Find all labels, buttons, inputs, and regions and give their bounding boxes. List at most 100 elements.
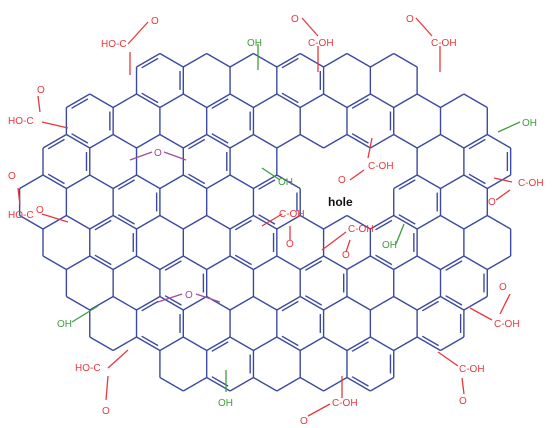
carbon-lattice: [18, 52, 512, 392]
bond-line: [323, 255, 348, 271]
bond-line: [416, 336, 441, 352]
oxygen-label: O: [286, 239, 294, 250]
bond-line: [253, 255, 278, 271]
bond-line: [206, 336, 231, 352]
bond-line: [136, 133, 161, 149]
bond-line: [261, 167, 281, 181]
epoxy-bond: [129, 151, 187, 161]
bond-line: [437, 351, 459, 367]
bond-line: [299, 133, 324, 149]
bond-line: [440, 295, 465, 311]
bond-line: [182, 174, 208, 190]
bond-line: [66, 255, 91, 271]
bond-line: [299, 93, 324, 109]
bond-line: [299, 255, 324, 271]
bond-line: [258, 214, 276, 225]
bond-line: [393, 255, 418, 271]
bond-line: [89, 295, 114, 311]
bond-line: [346, 295, 371, 311]
bond-line: [321, 231, 347, 251]
bond-line: [395, 223, 405, 245]
bond-line: [234, 219, 252, 231]
bond-line: [206, 255, 231, 271]
bond-line: [299, 295, 324, 311]
epoxy-bond: [157, 293, 221, 303]
bond-line: [141, 92, 159, 104]
bond-line: [253, 93, 278, 109]
bond-line: [486, 133, 512, 149]
bond-line: [281, 335, 299, 347]
bond-line: [486, 174, 512, 190]
carbon-hydroxyl-label: C-OH: [308, 38, 334, 49]
functional-group-bonds: [17, 17, 521, 417]
bond-line: [66, 214, 91, 230]
bond-line: [117, 214, 136, 225]
bond-line: [421, 335, 439, 347]
bond-line: [159, 174, 184, 190]
hydroxyl-label-top: OH: [247, 38, 262, 49]
bond-line: [37, 95, 41, 113]
bond-line: [370, 93, 395, 109]
bond-line: [468, 173, 486, 185]
bond-line: [351, 98, 369, 109]
bond-line: [367, 137, 373, 159]
bond-line: [112, 133, 137, 149]
bond-line: [349, 169, 365, 181]
bond-line: [141, 57, 159, 69]
bond-line: [346, 214, 371, 230]
carboxyl-group-bottom-left: HO-C O: [75, 363, 110, 417]
bond-line: [440, 174, 465, 190]
bond-line: [141, 335, 159, 347]
carbon-hydroxyl-label: C-OH: [368, 161, 394, 172]
bond-line: [497, 121, 521, 133]
bond-line: [393, 174, 418, 190]
bond-line: [253, 214, 278, 230]
bond-line: [159, 133, 184, 149]
bond-line: [346, 133, 371, 149]
bond-line: [463, 174, 488, 190]
bond-line: [370, 214, 395, 230]
bond-line: [261, 213, 283, 227]
bond-line: [159, 52, 184, 68]
bond-line: [136, 214, 161, 230]
bond-line: [370, 133, 395, 149]
bond-line: [188, 138, 206, 150]
carbon-hydroxyl-label: C-OH: [494, 319, 520, 330]
bond-line: [305, 295, 323, 306]
bond-line: [393, 133, 418, 149]
oxygen-label: O: [291, 14, 299, 25]
bond-line: [211, 133, 229, 144]
bond-line: [42, 255, 67, 271]
carboxyl-group-hole-top: O C-OH: [338, 161, 394, 186]
bond-line: [17, 187, 21, 206]
bond-line: [415, 17, 433, 37]
bond-line: [164, 260, 182, 271]
bond-line: [182, 133, 208, 149]
bond-line: [182, 336, 208, 352]
bond-line: [398, 179, 416, 190]
bond-line: [182, 255, 208, 271]
bond-line: [416, 174, 441, 190]
oxygen-label: O: [300, 416, 308, 427]
bond-line: [346, 52, 371, 68]
carboxyl-group-hole-bottom: C-OH O: [342, 224, 374, 261]
carboxyl-group-left-upper: HO-C O: [8, 85, 45, 127]
bond-line: [71, 305, 99, 323]
carbon-hydroxyl-label: C-OH: [279, 209, 305, 220]
bond-line: [281, 300, 299, 312]
bond-line: [159, 255, 184, 271]
bond-line: [71, 98, 89, 109]
bond-line: [229, 214, 254, 230]
bond-line: [127, 21, 149, 45]
bond-line: [182, 52, 208, 68]
bond-line: [440, 255, 465, 271]
bond-line: [351, 341, 369, 352]
bond-line: [253, 336, 278, 352]
bond-line: [112, 255, 137, 271]
bond-line: [323, 52, 348, 68]
bond-line: [370, 376, 395, 392]
bond-line: [159, 336, 184, 352]
oxygen-label: O: [37, 85, 45, 96]
bond-line: [229, 93, 254, 109]
